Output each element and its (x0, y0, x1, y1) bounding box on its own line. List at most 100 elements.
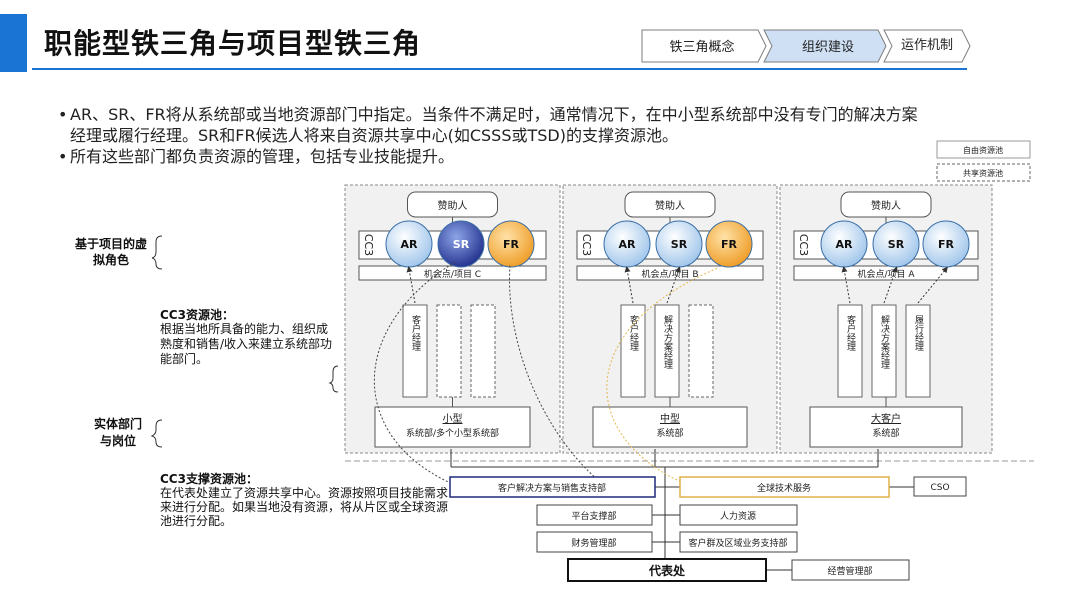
column-to-role-link (917, 266, 948, 304)
role-column (620, 304, 646, 398)
opportunity-label: 机会点/项目 A (857, 268, 915, 280)
operations-box (791, 559, 910, 581)
step-1-shape[interactable] (641, 29, 767, 63)
finance-label: 财务管理部 (571, 537, 616, 549)
role-label-ar: AR (619, 238, 637, 251)
legend-free-pool-box (936, 140, 1031, 159)
cc3-band (358, 230, 547, 260)
solution-sales-box (449, 476, 656, 498)
role-column (905, 304, 931, 398)
cc3-label: CC3 (580, 234, 593, 256)
department-subtitle: 系统部/多个小型系统部 (406, 427, 499, 439)
solution-sales-label: 客户解决方案与销售支持部 (498, 482, 606, 494)
step-2-shape[interactable] (763, 29, 887, 63)
role-label-sr: SR (453, 238, 470, 251)
step-3-label[interactable]: 运作机制 (901, 38, 953, 53)
label-cc3-support-title: CC3支撑资源池： (160, 472, 258, 486)
role-column-label: 客户经理 (628, 314, 639, 351)
role-circle-ar (820, 220, 868, 268)
pool-link-sr-c (373, 261, 456, 486)
label-cc3-pool-title: CC3资源池： (160, 308, 234, 322)
operations-label: 经营管理部 (827, 565, 872, 577)
role-column-label: 解决方案经理 (662, 314, 673, 369)
customer-group-label: 客户群及区域业务支持部 (688, 537, 787, 549)
opportunity-bar (576, 265, 764, 281)
title-accent-bar (0, 14, 27, 72)
hr-label: 人力资源 (720, 510, 756, 522)
rep-office-box (567, 558, 767, 582)
column-to-role-link (624, 266, 634, 304)
legend-shared-pool-label: 共享资源池 (963, 168, 1003, 178)
role-label-ar: AR (836, 238, 854, 251)
customer-group-box (679, 531, 798, 553)
column-to-role-link (841, 266, 851, 304)
bracket-cc3-pool (328, 365, 339, 393)
role-circle-sr (655, 220, 703, 268)
hr-box (679, 504, 798, 526)
sponsor-box (624, 191, 716, 218)
empty-role-column (436, 304, 462, 398)
department-box (809, 406, 963, 448)
role-column (654, 304, 680, 398)
legend-free-pool-label: 自由资源池 (963, 145, 1003, 155)
rep-office-label: 代表处 (648, 563, 686, 578)
department-title: 大客户 (871, 412, 901, 425)
opportunity-label: 机会点/项目 B (641, 268, 698, 280)
role-circle-ar (603, 220, 651, 268)
global-tech-box (679, 476, 890, 498)
panel-background (779, 184, 993, 454)
opportunity-bar (358, 265, 547, 281)
cc3-band (576, 230, 764, 260)
label-cc3-support-desc: 在代表处建立了资源共享中心。资源按照项目技能需求来进行分配。如果当地没有资源，将… (160, 486, 449, 528)
role-column-label: 客户经理 (410, 314, 421, 351)
opportunity-label: 机会点/项目 C (424, 268, 481, 280)
legend-shared-pool-box (936, 163, 1031, 182)
role-label-fr: FR (938, 238, 955, 251)
opportunity-bar (793, 265, 979, 281)
role-column (837, 304, 863, 398)
sponsor-box (840, 191, 932, 218)
step-3-shape[interactable] (883, 29, 971, 63)
department-box (374, 406, 531, 448)
role-column-label: 解决方案经理 (879, 314, 890, 369)
role-column (871, 304, 897, 398)
step-2-label[interactable]: 组织建设 (802, 40, 854, 55)
sponsor-label: 赞助人 (871, 199, 901, 212)
department-title: 小型 (443, 412, 463, 425)
role-circle-sr (437, 220, 485, 268)
step-navigation: 铁三角概念 组织建设 运作机制 (641, 29, 971, 63)
panel-background (562, 184, 778, 454)
sponsor-label: 赞助人 (438, 199, 468, 212)
global-tech-label: 全球技术服务 (757, 482, 811, 494)
column-to-role-link (666, 266, 681, 304)
empty-role-column (470, 304, 496, 398)
step-1-label[interactable]: 铁三角概念 (669, 39, 734, 55)
department-title: 中型 (660, 412, 680, 425)
bracket-virtual-role (151, 235, 163, 270)
bullet-item-2: 所有这些部门都负责资源的管理，包括专业技能提升。 (58, 146, 928, 167)
platform-box (536, 504, 653, 526)
sponsor-label: 赞助人 (655, 199, 685, 212)
role-label-fr: FR (721, 238, 738, 251)
department-box (592, 406, 748, 448)
cc3-band (793, 230, 979, 260)
pool-link-fr-c (509, 264, 601, 483)
cc3-label: CC3 (362, 234, 375, 256)
title-divider (32, 68, 967, 70)
sponsor-box (407, 191, 498, 218)
role-column (402, 304, 428, 398)
role-circle-fr (705, 220, 753, 268)
bullet-list: AR、SR、FR将从系统部或当地资源部门中指定。当条件不满足时，通常情况下，在中… (58, 104, 928, 167)
role-circle-ar (385, 220, 433, 268)
role-column-label: 客户经理 (845, 314, 856, 351)
cc3-label: CC3 (797, 234, 810, 256)
label-virtual-role: 基于项目的虚拟角色 (75, 237, 148, 267)
pool-link-fr-b (606, 267, 719, 486)
cso-label: CSO (930, 483, 949, 493)
empty-role-column (688, 304, 714, 398)
role-label-fr: FR (503, 238, 520, 251)
bullet-item-1: AR、SR、FR将从系统部或当地资源部门中指定。当条件不满足时，通常情况下，在中… (58, 104, 928, 146)
role-circle-fr (922, 220, 970, 268)
